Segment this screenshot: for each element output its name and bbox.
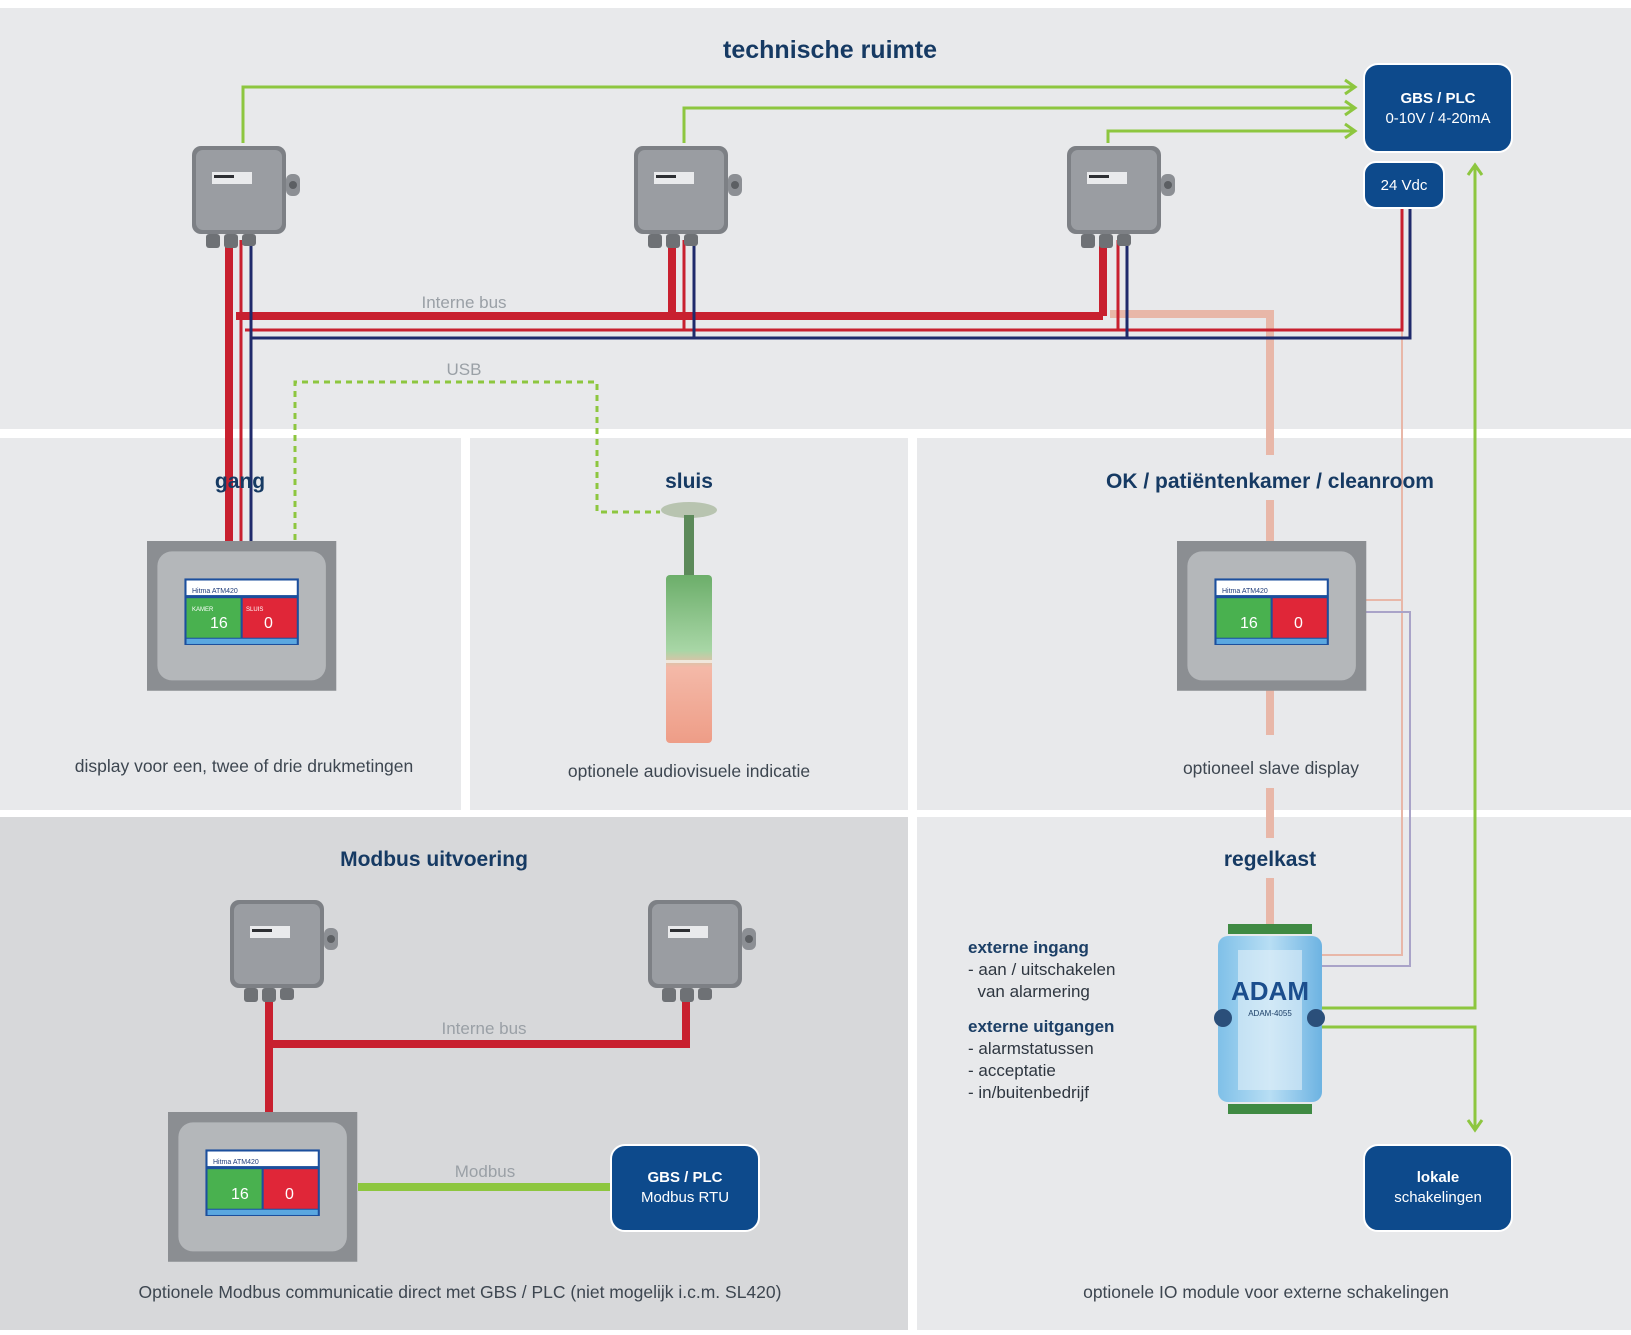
- note-in-line1: - aan / uitschakelen: [968, 960, 1115, 979]
- modbus-wiring: [265, 990, 690, 1191]
- title-regelkast: regelkast: [1224, 848, 1316, 871]
- gbs-modbus-sub: Modbus RTU: [641, 1189, 729, 1206]
- io-notes: externe ingang - aan / uitschakelen van …: [968, 938, 1115, 1102]
- section-titles: technische ruimte gang sluis OK / patiën…: [215, 36, 1434, 871]
- gbs-modbus-title: GBS / PLC: [647, 1169, 722, 1186]
- vdc-label: 24 Vdc: [1381, 177, 1428, 194]
- display-ok: [1177, 541, 1367, 691]
- gbs-plc-top-box: GBS / PLC 0-10V / 4-20mA: [1363, 63, 1513, 153]
- title-technische-ruimte: technische ruimte: [723, 36, 937, 64]
- display-left-value: 16: [210, 615, 228, 632]
- display-left-value: 16: [231, 1186, 249, 1203]
- display-ok-screen: Hitma ATM420 16 0: [1222, 588, 1303, 632]
- title-gang: gang: [215, 470, 265, 493]
- display-brand: Hitma ATM420: [1222, 588, 1268, 595]
- note-out-line1: - alarmstatussen: [968, 1039, 1094, 1058]
- label-modbus: Modbus: [455, 1162, 515, 1181]
- lokale-sub: schakelingen: [1394, 1189, 1482, 1206]
- display-left-label: KAMER: [192, 607, 214, 613]
- title-ok: OK / patiëntenkamer / cleanroom: [1106, 470, 1434, 493]
- panel-modbus: [0, 817, 908, 1330]
- display-brand: Hitma ATM420: [192, 588, 238, 595]
- caption-regelkast: optionele IO module voor externe schakel…: [1083, 1282, 1449, 1302]
- label-usb: USB: [447, 360, 482, 379]
- display-right-label: SLUIS: [246, 607, 263, 613]
- bus-labels: Interne bus USB Interne bus Modbus: [421, 293, 526, 1181]
- io-module-model: ADAM-4055: [1248, 1009, 1292, 1018]
- io-module-brand: ADAM: [1231, 976, 1309, 1006]
- caption-sluis: optionele audiovisuele indicatie: [568, 761, 810, 781]
- display-right-value: 0: [285, 1186, 294, 1203]
- signal-lines-navy: [249, 208, 1412, 542]
- power-lines-red: [225, 208, 1404, 542]
- display-modbus: [168, 1112, 358, 1262]
- note-in-title: externe ingang: [968, 938, 1089, 957]
- title-modbus: Modbus uitvoering: [340, 848, 528, 871]
- caption-modbus: Optionele Modbus communicatie direct met…: [139, 1282, 782, 1302]
- lokale-title: lokale: [1417, 1169, 1460, 1186]
- salmon-line: [1110, 210, 1403, 956]
- lokale-schakelingen-box: lokale schakelingen: [1363, 1144, 1513, 1232]
- io-module: ADAM ADAM-4055: [1214, 924, 1325, 1114]
- gbs-top-sub: 0-10V / 4-20mA: [1385, 110, 1490, 127]
- caption-gang: display voor een, twee of drie drukmetin…: [75, 756, 414, 776]
- note-out-title: externe uitgangen: [968, 1017, 1114, 1036]
- lavender-line: [1320, 611, 1411, 967]
- display-right-value: 0: [264, 615, 273, 632]
- vdc-box: 24 Vdc: [1363, 161, 1445, 209]
- gbs-top-title: GBS / PLC: [1400, 90, 1475, 107]
- title-sluis: sluis: [665, 470, 713, 493]
- note-out-line2: - acceptatie: [968, 1061, 1056, 1080]
- analog-lines-green: [241, 78, 1484, 1133]
- signal-beacon: [661, 502, 717, 743]
- label-interne-bus-top: Interne bus: [421, 293, 506, 312]
- display-modbus-screen: Hitma ATM420 16 0: [213, 1159, 294, 1203]
- captions: display voor een, twee of drie drukmetin…: [75, 756, 1449, 1302]
- gbs-plc-modbus-box: GBS / PLC Modbus RTU: [610, 1144, 760, 1232]
- caption-ok: optioneel slave display: [1183, 758, 1359, 778]
- display-right-value: 0: [1294, 615, 1303, 632]
- note-in-line2: van alarmering: [968, 982, 1090, 1001]
- note-out-line3: - in/buitenbedrijf: [968, 1083, 1089, 1102]
- display-gang: [147, 541, 337, 691]
- display-left-value: 16: [1240, 615, 1258, 632]
- display-brand: Hitma ATM420: [213, 1159, 259, 1166]
- usb-line: [293, 380, 660, 540]
- label-interne-bus-modbus: Interne bus: [441, 1019, 526, 1038]
- display-gang-screen: Hitma ATM420 KAMER 16 SLUIS 0: [192, 588, 273, 632]
